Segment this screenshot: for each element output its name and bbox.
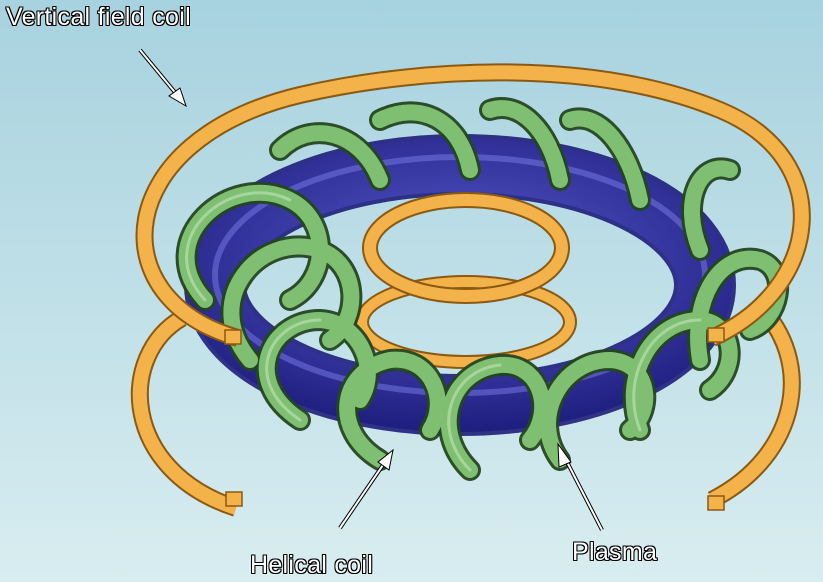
label-plasma: Plasma [572, 538, 657, 567]
label-helical-coil: Helical coil [250, 551, 373, 580]
label-vertical-field-coil: Vertical field coil [6, 3, 191, 32]
